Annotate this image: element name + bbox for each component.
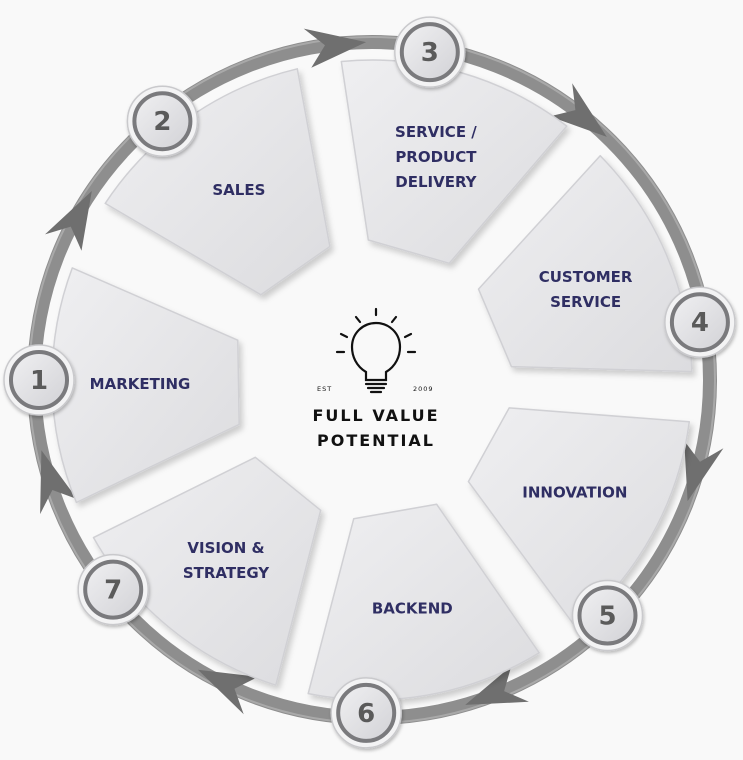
stage-label-3-line-3: DELIVERY [395, 173, 477, 191]
segment-shape [340, 59, 568, 265]
arrow-head-icon [40, 450, 78, 515]
stage-label-4-line-2: SERVICE [550, 293, 621, 311]
stage-segment-6: BACKEND [307, 503, 540, 701]
stage-label-4-line-1: CUSTOMER [539, 268, 633, 286]
stage-label-5-line-1: INNOVATION [522, 484, 627, 502]
segment-shape [92, 456, 322, 686]
center-title-line2: POTENTIAL [317, 431, 435, 450]
stage-label-1-line-1: MARKETING [90, 375, 191, 393]
stage-label-7-line-1: VISION & [187, 539, 264, 557]
stage-segment-7: VISION & STRATEGY [92, 456, 322, 686]
badge-inner [669, 292, 730, 353]
arrow-head-icon [549, 83, 607, 137]
stage-segment-5: INNOVATION [467, 407, 691, 628]
segment-shape [307, 503, 540, 701]
badge-inner [399, 22, 460, 83]
stage-number-5: 5 [598, 602, 616, 632]
segment-shape [477, 154, 693, 373]
stage-label-2-line-1: SALES [212, 181, 265, 199]
arrow-head-icon [684, 440, 724, 502]
stage-number-2: 2 [153, 107, 171, 137]
cycle-arrows [40, 28, 724, 715]
badge-inner [9, 350, 69, 410]
stage-label-3-line-2: PRODUCT [395, 148, 477, 166]
stage-number-badge-7: 7 [77, 553, 149, 626]
stage-number-badge-2: 2 [126, 85, 199, 157]
stage-segment-3: SERVICE / PRODUCT DELIVERY [340, 59, 568, 265]
arrow-head-icon [465, 665, 529, 705]
stage-number-6: 6 [357, 699, 375, 729]
stage-label-7-line-2: STRATEGY [183, 564, 270, 582]
stage-label-3-line-1: SERVICE / [395, 123, 477, 141]
arrow-head-icon [197, 669, 258, 715]
arrow-head-icon [303, 28, 367, 68]
stage-number-7: 7 [104, 576, 122, 606]
arrow-head-icon [45, 191, 92, 251]
stage-number-1: 1 [30, 366, 48, 396]
badge-inner [577, 585, 638, 646]
badge-inner [336, 682, 397, 743]
badge-inner [132, 91, 193, 152]
stage-number-badge-4: 4 [664, 286, 736, 358]
stage-number-badge-5: 5 [571, 579, 644, 652]
stage-number-badge-6: 6 [330, 677, 402, 749]
segment-shape [467, 407, 691, 628]
stage-label-6-line-1: BACKEND [372, 600, 453, 618]
badge-inner [83, 559, 144, 620]
stage-number-badge-1: 1 [3, 344, 75, 416]
center-logo: EST 2009 FULL VALUE POTENTIAL [312, 307, 439, 450]
stage-badges: 1 2 3 4 5 6 7 [3, 16, 736, 749]
stage-number-badge-3: 3 [394, 16, 466, 88]
center-title-line1: FULL VALUE [312, 406, 439, 425]
lightbulb-icon [335, 307, 417, 394]
stage-number-3: 3 [421, 38, 439, 68]
stage-segment-1: MARKETING [51, 267, 240, 504]
est-year: 2009 [413, 385, 434, 393]
est-label: EST [317, 385, 332, 393]
stage-number-4: 4 [691, 308, 709, 338]
stage-segment-4: CUSTOMER SERVICE [477, 154, 693, 373]
